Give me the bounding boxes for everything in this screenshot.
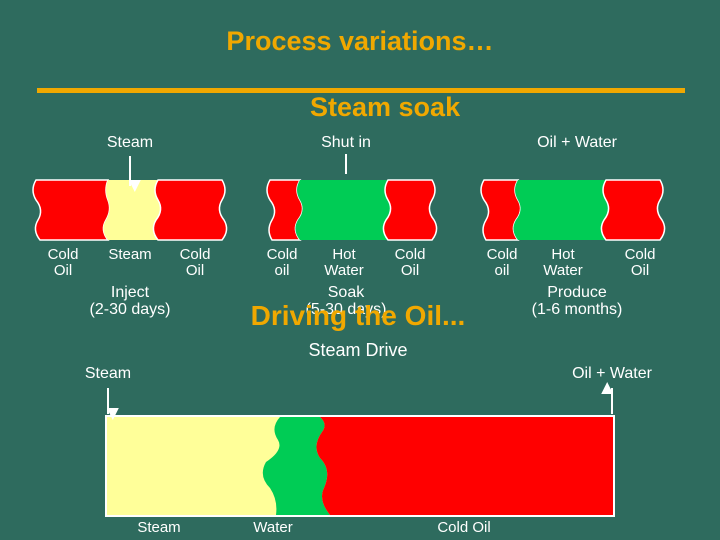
stage-3-caption: Produce (1-6 months)	[531, 284, 623, 318]
stage-1-cold-oil-right	[152, 179, 228, 241]
overlay-heading: Driving the Oil...	[250, 300, 466, 331]
title-divider	[37, 88, 685, 93]
stage-3-cold-oil-right	[600, 179, 666, 241]
page-title: Process variations…	[226, 26, 494, 56]
stage-1-top-label: Steam	[106, 134, 154, 151]
stage-3-zone-1-label: Cold oil	[486, 246, 518, 279]
stage-1-zone-3-label: Cold Oil	[179, 246, 211, 279]
stage-3-top-label: Oil + Water	[537, 134, 617, 151]
stage-2-top-label: Shut in	[321, 134, 371, 151]
stage-2-caption: Soak (5-30 days)	[305, 284, 387, 318]
steam-drive-zone-cold-oil-label: Cold Oil	[437, 519, 491, 536]
stage-1-caption: Inject (2-30 days)	[89, 284, 171, 318]
stage-2-zone-2-label: Hot Water	[324, 246, 364, 279]
stage-3-zone-2-label: Hot Water	[543, 246, 583, 279]
stage-2-cold-oil-right	[382, 179, 438, 241]
stage-2-hot-water-zone	[295, 180, 391, 240]
stage-2-reservoir	[266, 154, 438, 241]
steam-drive-title: Steam Drive	[308, 340, 408, 360]
stage-1-cold-oil-left	[32, 179, 111, 241]
stage-1-zone-2-label: Steam	[108, 246, 152, 263]
stage-1-steam-zone	[103, 180, 161, 240]
stage-2-zone-1-label: Cold oil	[266, 246, 298, 279]
stage-3-reservoir	[480, 179, 666, 241]
steam-drive-water-zone	[262, 417, 330, 515]
stage-1-reservoir	[32, 156, 228, 241]
stage-2-zone-3-label: Cold Oil	[394, 246, 426, 279]
stage-3-zone-3-label: Cold Oil	[624, 246, 656, 279]
steam-drive-outlet-label: Oil + Water	[572, 365, 652, 382]
steam-drive-inlet-label: Steam	[84, 365, 132, 382]
steam-drive-zone-water-label: Water	[253, 519, 293, 536]
steam-drive-reservoir	[105, 382, 615, 517]
section-title-steam-soak: Steam soak	[310, 92, 461, 122]
stage-3-hot-water-zone	[513, 180, 609, 240]
stage-1-zone-1-label: Cold Oil	[47, 246, 79, 279]
steam-drive-zone-steam-label: Steam	[137, 519, 181, 536]
steam-drive-cold-oil-zone	[316, 417, 613, 515]
